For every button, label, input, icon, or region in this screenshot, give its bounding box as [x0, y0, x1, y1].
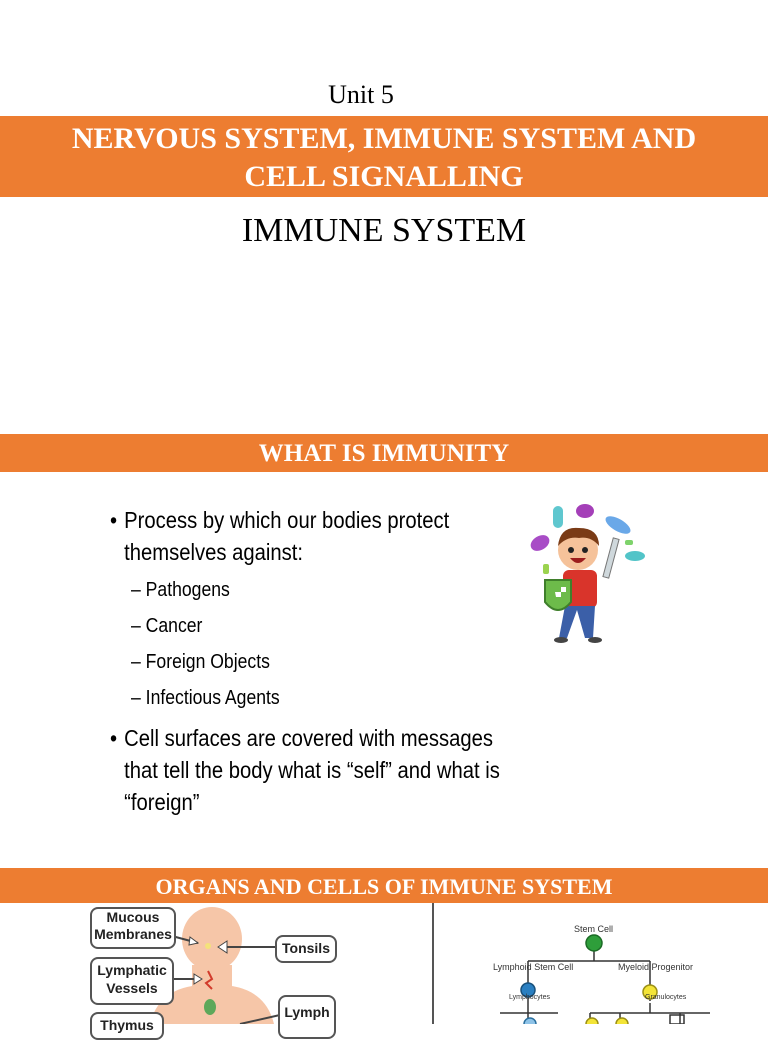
- label-thymus: Thymus: [90, 1012, 164, 1040]
- germ-purple-icon: [576, 504, 594, 518]
- boy-pants: [559, 606, 595, 638]
- diagram-divider: [432, 903, 434, 1024]
- bullet-2-line-1: Cell surfaces are covered with messages: [124, 725, 494, 751]
- bullet-1-line-1: Process by which our bodies protect: [124, 507, 450, 533]
- cell-lineage-diagram: [500, 934, 710, 1024]
- bullet-2-line-2: that tell the body what is “self” and wh…: [124, 757, 500, 783]
- unit-label: Unit 5: [328, 80, 394, 109]
- label-lymphocytes: Lymphocytes: [509, 994, 550, 1001]
- subitem-pathogens: – Pathogens: [131, 579, 230, 601]
- germ-blue-icon: [605, 516, 631, 534]
- subitem-cancer: – Cancer: [131, 615, 203, 637]
- label-tonsils: Tonsils: [275, 935, 337, 963]
- subitem-infectious-agents: – Infectious Agents: [131, 687, 280, 709]
- title-line-1: NERVOUS SYSTEM, IMMUNE SYSTEM AND: [71, 122, 697, 155]
- label-granulocytes: Granulocytes: [645, 994, 687, 1001]
- page-subtitle: IMMUNE SYSTEM: [241, 212, 527, 249]
- label-myeloid-progenitor: Myeloid Progenitor: [618, 962, 694, 972]
- bullet-2-line-3: “foreign”: [124, 789, 200, 815]
- label-lymphoid-stem-cell: Lymphoid Stem Cell: [493, 962, 574, 972]
- label-lymphatic-vessels: Lymphatic Vessels: [90, 957, 174, 1005]
- organs-heading: ORGANS AND CELLS OF IMMUNE SYSTEM: [0, 868, 768, 903]
- stem-cell-icon: [585, 934, 603, 952]
- tonsils-marker: [205, 943, 211, 949]
- thymus-marker: [204, 999, 216, 1015]
- bullet-1-line-2: themselves against:: [124, 539, 303, 565]
- immunity-heading: WHAT IS IMMUNITY: [0, 434, 768, 472]
- myeloid-cell-icon: [642, 984, 658, 1000]
- label-lymph: Lymph: [278, 995, 336, 1039]
- bullet-1: •Process by which our bodies protect the…: [110, 507, 450, 565]
- title-line-2: CELL SIGNALLING: [244, 160, 524, 193]
- label-mucous-membranes: Mucous Membranes: [90, 907, 176, 949]
- immunity-cartoon-illustration: [530, 504, 645, 643]
- germ-lime-icon: [543, 564, 549, 574]
- germ-cyan-icon: [553, 506, 563, 528]
- bullet-2: •Cell surfaces are covered with messages…: [110, 725, 500, 815]
- germ-teal-icon: [625, 551, 645, 561]
- sword-icon: [602, 537, 620, 579]
- subitem-foreign-objects: – Foreign Objects: [131, 651, 270, 673]
- germ-green-icon: [625, 540, 633, 545]
- label-stem-cell: Stem Cell: [574, 924, 614, 934]
- immune-organs-diagram: [150, 907, 281, 1024]
- lymphoid-cell-icon: [520, 982, 536, 998]
- germ-violet-icon: [530, 535, 550, 551]
- lymphatic-vessels-marker: [204, 970, 214, 990]
- boy-head: [558, 530, 598, 570]
- title-banner: NERVOUS SYSTEM, IMMUNE SYSTEM AND CELL S…: [0, 116, 768, 197]
- body-head-shape: [182, 907, 242, 971]
